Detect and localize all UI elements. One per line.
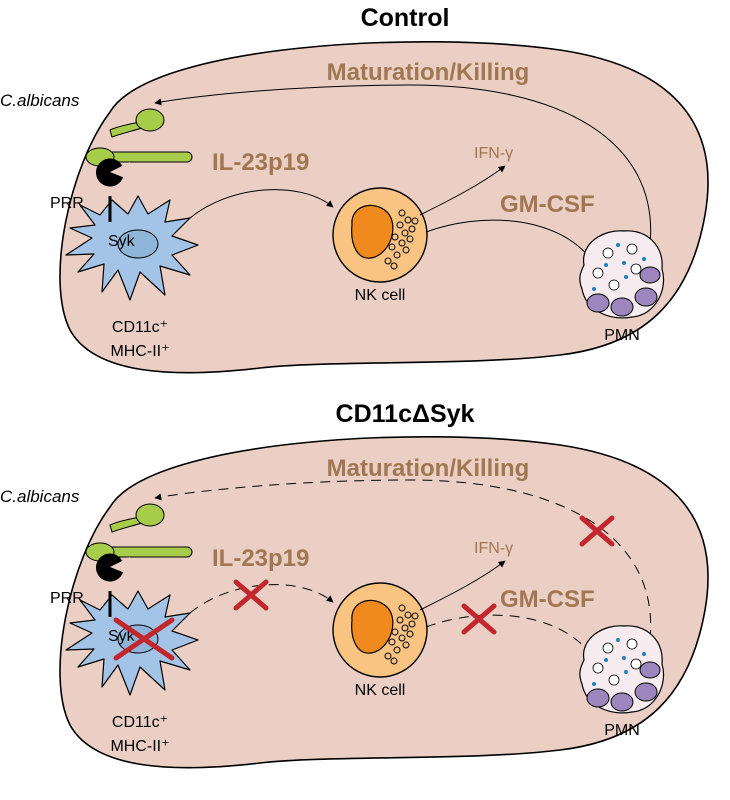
panel-syk-knockout: CD11cΔSyk Maturation/Killing C.albicans …	[0, 400, 709, 769]
nk-cell	[332, 187, 428, 283]
nk-cell	[332, 582, 428, 678]
dendritic-cell: Syk	[65, 195, 199, 301]
maturation-arrow	[154, 84, 652, 246]
il23-arrow	[189, 189, 334, 219]
block-cross-icon	[461, 603, 497, 635]
dendritic-cell: Syk	[65, 590, 199, 696]
maturation-arrow-blocked	[154, 479, 652, 641]
syk-label: Syk	[108, 233, 136, 250]
c-albicans-label: C.albicans	[0, 487, 80, 506]
maturation-killing-label: Maturation/Killing	[327, 455, 530, 482]
candida-yeast-icon	[109, 503, 165, 533]
nk-cell-label: NK cell	[355, 287, 406, 304]
dc-marker-line2: MHC-II⁺	[110, 738, 169, 755]
gm-csf-arrow	[425, 219, 591, 259]
c-albicans-label: C.albicans	[0, 91, 80, 110]
gm-csf-label: GM-CSF	[500, 586, 595, 613]
il23p19-label: IL-23p19	[212, 545, 309, 572]
pmn-label: PMN	[604, 722, 640, 739]
block-cross-icon	[233, 579, 269, 611]
block-cross-icon	[579, 515, 615, 547]
prr-label: PRR	[50, 195, 84, 212]
ifn-gamma-label: IFN-γ	[474, 540, 513, 557]
gm-csf-label: GM-CSF	[500, 191, 595, 218]
ifn-gamma-arrow	[419, 560, 506, 611]
pmn-neutrophil	[579, 625, 664, 714]
il23-arrow-blocked	[189, 584, 334, 614]
panel-title: Control	[361, 4, 450, 32]
il23p19-label: IL-23p19	[212, 149, 309, 176]
nk-cell-label: NK cell	[355, 682, 406, 699]
dc-marker-line2: MHC-II⁺	[110, 343, 169, 360]
panel-control: Control Maturation/Killing C.albicans Sy…	[0, 4, 709, 374]
pmn-label: PMN	[604, 327, 640, 344]
prr-label: PRR	[50, 590, 84, 607]
gm-csf-arrow-blocked	[425, 614, 591, 654]
prr-receptor-icon	[96, 553, 130, 617]
dc-marker-line1: CD11c⁺	[112, 319, 168, 336]
dc-marker-line1: CD11c⁺	[112, 714, 168, 731]
prr-receptor-icon	[96, 158, 130, 222]
ifn-gamma-label: IFN-γ	[474, 145, 513, 162]
candida-yeast-icon	[109, 108, 165, 138]
syk-label: Syk	[108, 628, 136, 645]
pmn-neutrophil	[579, 230, 664, 319]
maturation-killing-label: Maturation/Killing	[327, 59, 530, 86]
panel-title: CD11cΔSyk	[336, 400, 475, 428]
syk-deleted-cross-icon	[113, 617, 175, 661]
ifn-gamma-arrow	[419, 165, 506, 216]
